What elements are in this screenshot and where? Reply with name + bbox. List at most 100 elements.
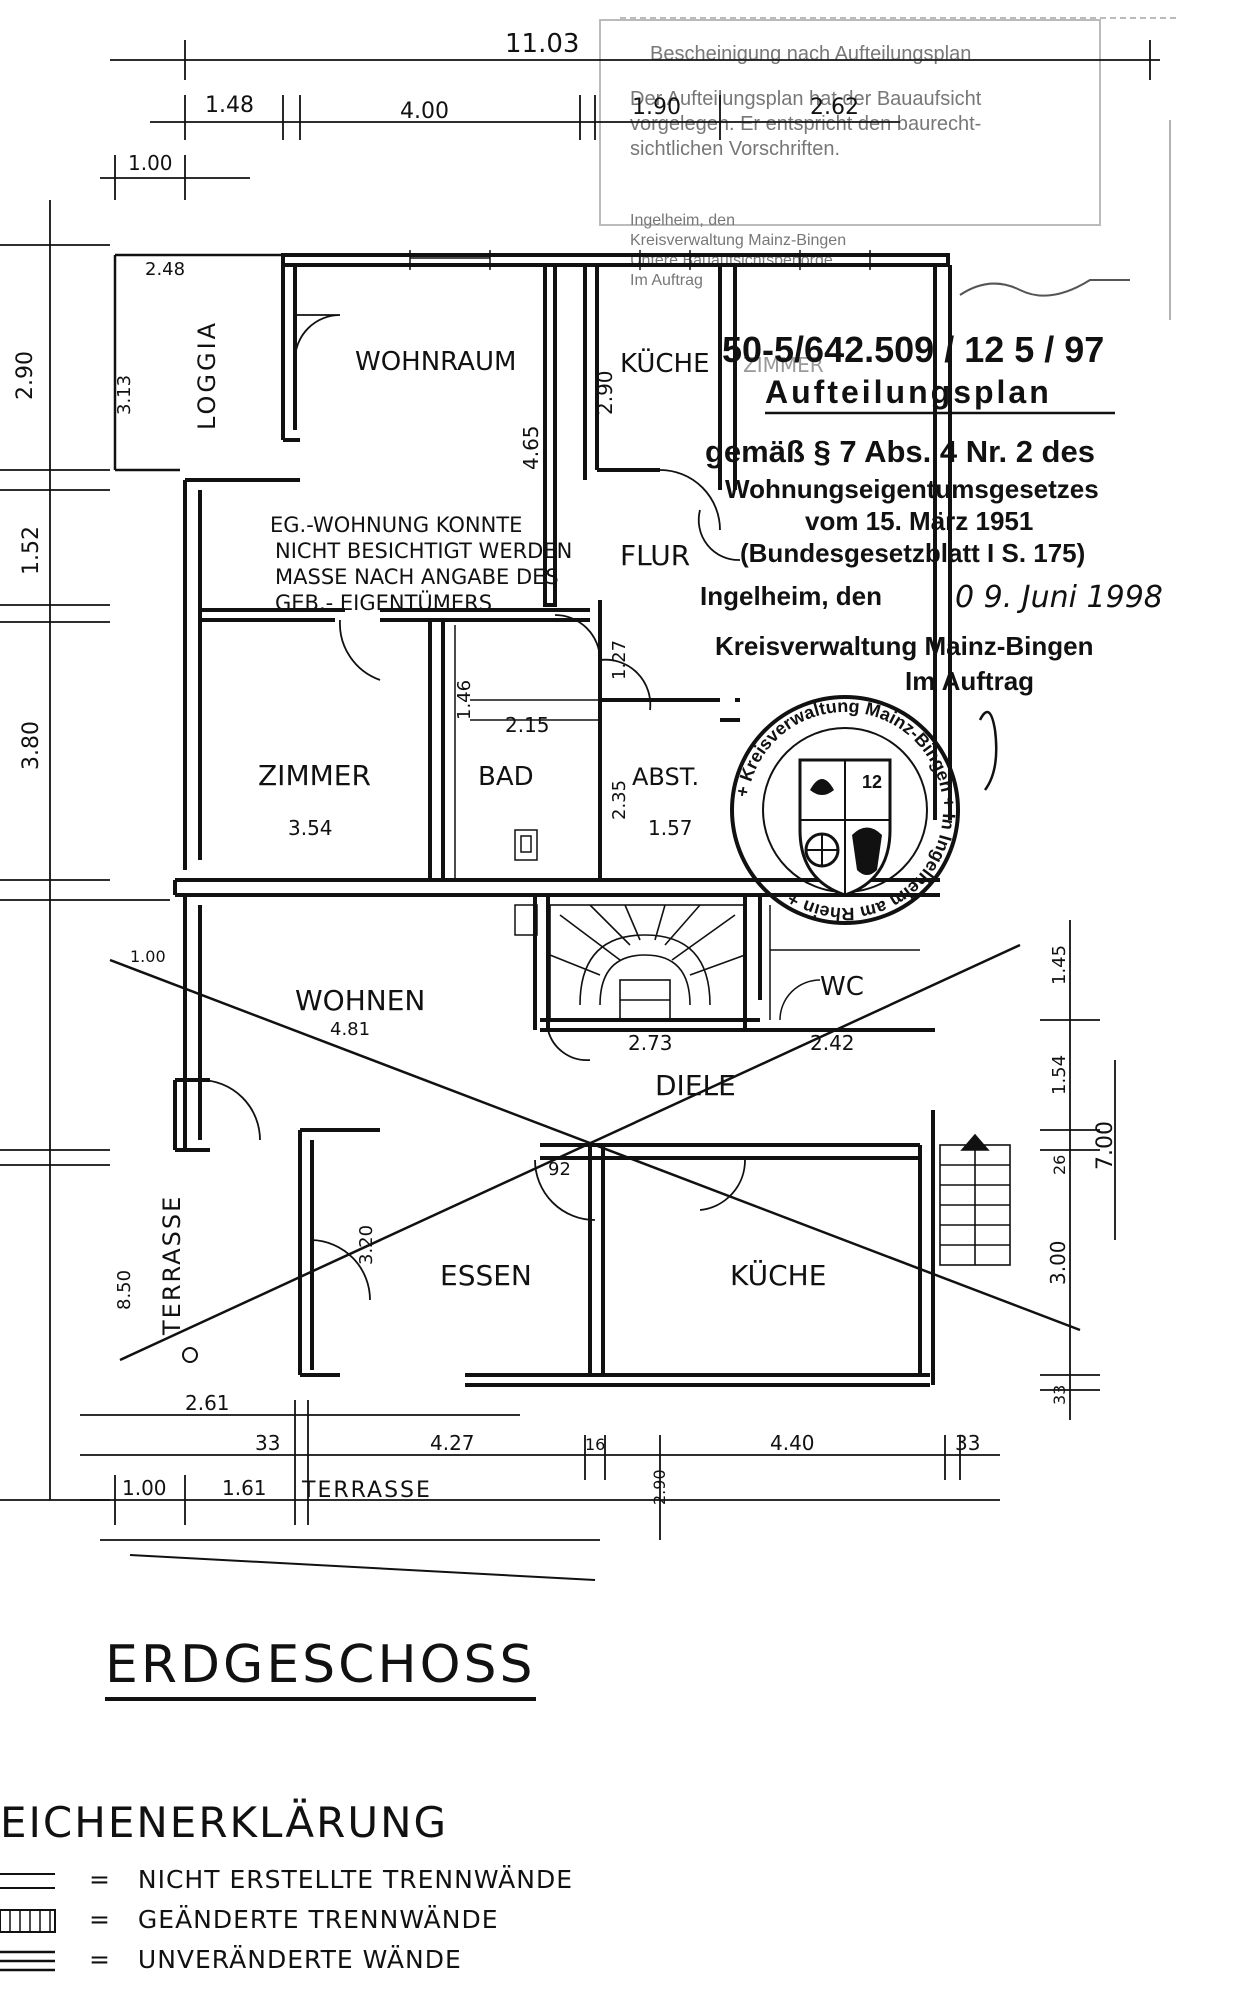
bottom-stroke [129, 1554, 596, 1581]
dim-248: 2.48 [145, 259, 185, 280]
faint-line-2: Der Aufteilungsplan hat der Bauaufsicht [630, 88, 982, 110]
stamp-city: Ingelheim, den [700, 581, 882, 611]
stamp-authority: Kreisverwaltung Mainz-Bingen [715, 631, 1094, 661]
room-essen: ESSEN [440, 1259, 532, 1292]
dim-440: 4.40 [770, 1431, 815, 1455]
legend-item-not-built: = NICHT ERSTELLTE TRENNWÄNDE [0, 1865, 573, 1896]
signature-scribble [959, 279, 1130, 297]
faint-line-4: sichtlichen Vorschriften. [630, 138, 840, 160]
dim-148: 1.48 [205, 93, 254, 118]
floor-title: ERDGESCHOSS [105, 1635, 536, 1701]
legend-symbol-hatched-icon [0, 1909, 56, 1933]
official-seal: + Kreisverwaltung Mainz-Bingen + In Inge… [730, 695, 960, 925]
seal-lion-icon [852, 827, 882, 875]
dim-465: 4.65 [519, 425, 543, 470]
dim-290-left: 2.90 [13, 351, 38, 400]
legend-item-changed: = GEÄNDERTE TRENNWÄNDE [0, 1905, 499, 1936]
room-abst: ABST. [632, 763, 699, 791]
dim-242: 2.42 [810, 1031, 855, 1055]
faint-certificate: Bescheinigung nach Aufteilungsplan Der A… [599, 17, 1180, 320]
windows-top [409, 250, 871, 270]
dim-700: 7.00 [1093, 1121, 1118, 1170]
seal-number: 12 [862, 772, 882, 792]
faint-line-3: vorgelegen. Er entspricht den baurecht- [630, 113, 981, 135]
dim-127: 1.27 [609, 640, 630, 680]
faint-line-5: Ingelheim, den [630, 212, 735, 229]
dim-26: 26 [1050, 1155, 1069, 1175]
legend-item-unchanged: = UNVERÄNDERTE WÄNDE [0, 1945, 462, 1976]
dim-33-right: 33 [1050, 1385, 1069, 1405]
dim-92: 92 [548, 1159, 571, 1180]
faint-line-1: Bescheinigung nach Aufteilungsplan [650, 43, 971, 65]
stamp-im-auftrag: Im Auftrag [905, 666, 1034, 696]
stamp-line-3: vom 15. März 1951 [805, 506, 1033, 536]
note-line-4: GEB.- EIGENTÜMERS [275, 590, 492, 615]
legend-text-1: NICHT ERSTELLTE TRENNWÄNDE [137, 1865, 574, 1894]
dim-481: 4.81 [330, 1019, 370, 1040]
note-line-1: EG.-WOHNUNG KONNTE [270, 513, 522, 537]
exterior-stair [939, 1133, 1011, 1266]
dim-235: 2.35 [609, 780, 630, 820]
floor-plan: Bescheinigung nach Aufteilungsplan Der A… [0, 17, 1180, 1581]
dim-total-width: 11.03 [505, 29, 579, 59]
right-dimension-lines [1040, 920, 1116, 1420]
upper-walls [173, 253, 952, 897]
legend-symbol-solid-icon [0, 1950, 55, 1972]
legend-text-3: UNVERÄNDERTE WÄNDE [137, 1945, 462, 1974]
dim-33-b: 33 [955, 1431, 980, 1455]
room-zimmer: ZIMMER [258, 759, 371, 792]
room-wohnen: WOHNEN [295, 984, 425, 1017]
room-flur: FLUR [620, 539, 690, 572]
faint-line-6: Kreisverwaltung Mainz-Bingen [630, 232, 846, 249]
stamp-title: Aufteilungsplan [765, 374, 1052, 410]
room-terrasse-left: TERRASSE [158, 1195, 186, 1336]
note-line-3: MASSE NACH ANGABE DES [275, 565, 559, 589]
wc-area [514, 904, 920, 1021]
seal-eagle-icon [810, 779, 834, 795]
dim-273: 2.73 [628, 1031, 673, 1055]
left-dimension-lines [0, 200, 170, 1501]
loggia-outline [113, 253, 283, 472]
dim-146: 1.46 [454, 680, 475, 720]
room-bad: BAD [478, 762, 534, 792]
dim-215: 2.15 [505, 713, 550, 737]
dim-400: 4.00 [400, 99, 449, 124]
legend-eq-1: = [88, 1865, 111, 1894]
dim-261: 2.61 [185, 1391, 230, 1415]
dim-354: 3.54 [288, 816, 333, 840]
crossed-out-lines [109, 943, 1081, 1362]
stamp-signature [978, 710, 998, 791]
stamp-line-4: (Bundesgesetzblatt I S. 175) [740, 538, 1085, 568]
room-zimmer-faint: ZIMMER [743, 353, 824, 377]
dim-262: 2.62 [810, 95, 859, 120]
bath-fixtures [454, 625, 600, 880]
terrace-marker-icon [182, 1347, 198, 1363]
dim-190: 1.90 [632, 95, 681, 120]
room-wc: WC [820, 972, 864, 1002]
dim-145: 1.45 [1049, 945, 1070, 985]
dim-33-a: 33 [255, 1431, 280, 1455]
doors-lower [199, 1029, 746, 1301]
room-loggia: LOGGIA [193, 320, 221, 430]
dim-427: 4.27 [430, 1431, 475, 1455]
room-wohnraum: WOHNRAUM [355, 347, 516, 377]
legend-text-2: GEÄNDERTE TRENNWÄNDE [137, 1905, 499, 1934]
approval-stamp: 50-5/642.509 / 12 5 / 97 Aufteilungsplan… [700, 329, 1163, 791]
legend-heading: EICHENERKLÄRUNG [0, 1798, 449, 1847]
dim-16: 16 [585, 1435, 605, 1454]
lower-walls [173, 895, 935, 1387]
dim-290-kitchen: 2.90 [593, 370, 617, 415]
room-kueche-upper: KÜCHE [620, 347, 710, 379]
dim-154: 1.54 [1049, 1055, 1070, 1095]
room-terrasse-bottom: TERRASSE [301, 1478, 432, 1503]
dim-152: 1.52 [19, 526, 44, 575]
legend-eq-3: = [88, 1945, 111, 1974]
stamp-ref: 50-5/642.509 / 12 5 / 97 [722, 329, 1104, 370]
stamp-line-1: gemäß § 7 Abs. 4 Nr. 2 des [705, 434, 1095, 469]
legend-symbol-dashed-icon [0, 1873, 55, 1889]
stamp-line-2: Wohnungseigentumsgesetzes [725, 474, 1099, 504]
dim-100-mid: 1.00 [130, 947, 166, 966]
dim-157: 1.57 [648, 816, 693, 840]
dim-161: 1.61 [222, 1476, 267, 1500]
stamp-date: 0 9. Juni 1998 [955, 580, 1163, 615]
